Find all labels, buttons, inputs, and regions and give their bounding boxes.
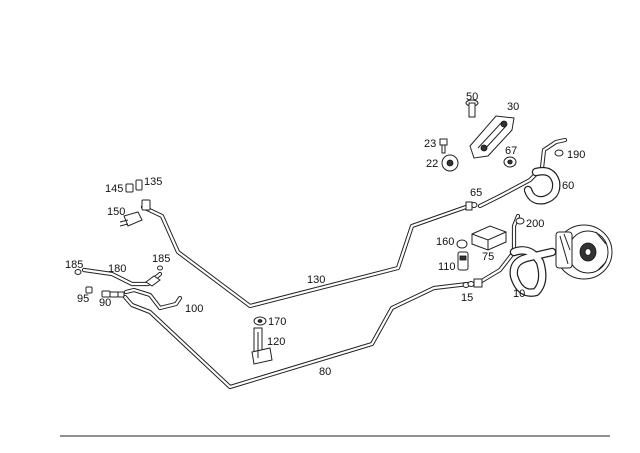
nut-67 (503, 156, 517, 168)
label-75: 75 (482, 251, 494, 263)
fitting-15 (462, 278, 483, 288)
label-15: 15 (461, 292, 473, 304)
label-185-left: 185 (65, 259, 83, 271)
label-110: 110 (438, 261, 456, 273)
label-185-right: 185 (152, 253, 170, 265)
fitting-90 (101, 290, 125, 298)
fitting-145 (125, 183, 134, 193)
clip-180 (145, 275, 161, 287)
seal-200 (515, 217, 525, 225)
label-150: 150 (107, 206, 125, 218)
seal-185-right (157, 265, 163, 271)
hose-10 (477, 213, 557, 297)
label-22: 22 (426, 158, 438, 170)
screw-50 (465, 99, 479, 118)
clip-160 (456, 239, 468, 249)
label-170: 170 (268, 316, 286, 328)
label-200: 200 (526, 218, 544, 230)
hose-60 (477, 137, 568, 209)
label-65: 65 (470, 187, 482, 199)
label-67: 67 (505, 145, 517, 157)
fitting-95 (85, 286, 93, 294)
pipe-130 (140, 204, 469, 309)
label-135: 135 (144, 176, 162, 188)
seal-190 (554, 149, 564, 157)
label-120: 120 (267, 336, 285, 348)
fitting-65 (465, 201, 478, 211)
bracket-120 (251, 327, 273, 365)
label-160: 160 (436, 236, 454, 248)
label-80: 80 (319, 366, 331, 378)
label-100: 100 (185, 303, 203, 315)
label-30: 30 (507, 101, 519, 113)
label-95: 95 (77, 293, 89, 305)
compressor (555, 224, 613, 280)
label-10: 10 (513, 288, 525, 300)
bracket-30 (469, 115, 515, 159)
fitting-135 (135, 179, 143, 191)
sensor-75 (471, 225, 507, 251)
bushing-22 (441, 154, 459, 172)
label-180: 180 (108, 263, 126, 275)
pipe-100 (123, 287, 183, 311)
label-190: 190 (567, 149, 585, 161)
label-145: 145 (105, 183, 123, 195)
nut-170 (253, 316, 267, 326)
label-50: 50 (466, 91, 478, 103)
pipe-80 (122, 281, 471, 390)
valve-110 (457, 251, 469, 271)
label-23: 23 (424, 138, 436, 150)
label-60: 60 (562, 180, 574, 192)
bolt-23 (439, 138, 448, 154)
clip-150 (119, 199, 151, 227)
seal-185-left (74, 269, 82, 275)
label-130: 130 (307, 274, 325, 286)
label-90: 90 (99, 297, 111, 309)
